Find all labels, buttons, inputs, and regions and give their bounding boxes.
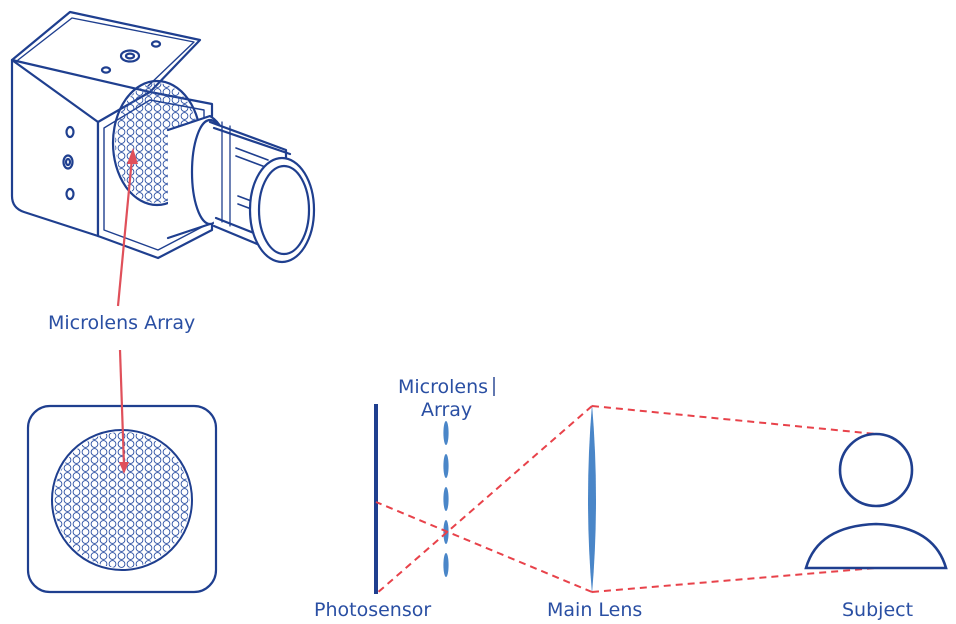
microlens-pointer-lines (116, 148, 138, 474)
microlens-array-label: Microlens Array (48, 312, 196, 334)
subject-label: Subject (842, 599, 914, 621)
main-lens-shape (588, 404, 596, 594)
subject-person-icon (804, 432, 948, 570)
photosensor-label: Photosensor (314, 599, 432, 621)
camera-illustration (10, 10, 316, 264)
light-rays (375, 405, 877, 595)
microlens-array-diagram-label-line2: Array (421, 399, 473, 421)
microlens-array-closeup (26, 404, 218, 594)
microlens-array-lenses (443, 421, 449, 577)
microlens-array-diagram-label-line1: Microlens (398, 376, 489, 398)
main-lens-label: Main Lens (547, 599, 643, 621)
